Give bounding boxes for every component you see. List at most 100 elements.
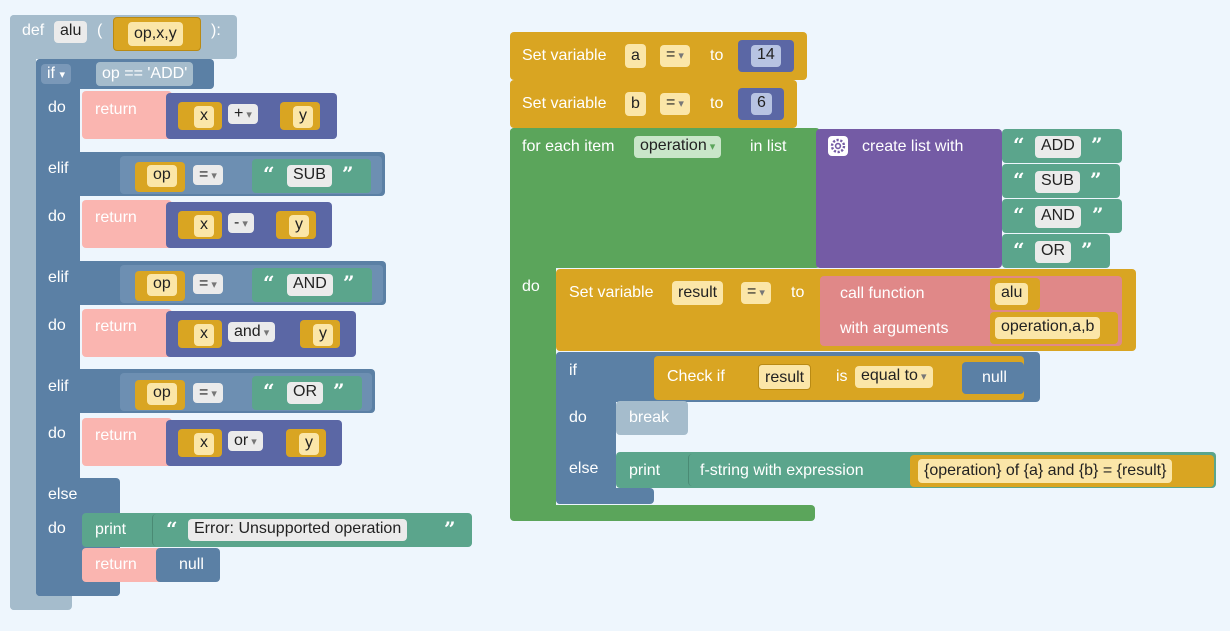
check-if-label: Check if [667, 368, 725, 385]
function-name-field[interactable]: alu [54, 21, 88, 43]
return-label-1: return [95, 101, 137, 118]
gear-icon[interactable] [828, 136, 848, 156]
quote-close-icon: ” [1091, 133, 1103, 157]
params-field[interactable]: op,x,y [128, 22, 183, 46]
return-block-3[interactable] [82, 309, 172, 357]
var-result-field[interactable]: result [672, 281, 724, 305]
fstring-label: f-string with expression [700, 462, 864, 479]
cmp-dropdown-3[interactable]: = [193, 383, 223, 403]
in-list-label: in list [750, 138, 787, 155]
op-dropdown-3[interactable]: and [228, 322, 276, 342]
cmp-dropdown-2[interactable]: = [193, 274, 223, 294]
break-block[interactable] [616, 401, 688, 435]
return-label-else: return [95, 556, 137, 573]
set-variable-label: Set variable [522, 95, 607, 112]
return-block-2[interactable] [82, 200, 172, 248]
create-list-label: create list with [862, 138, 964, 155]
to-label-b: to [710, 95, 724, 112]
list-item-and-field[interactable]: AND [1035, 206, 1081, 228]
assign-dropdown-b[interactable]: = [660, 93, 690, 115]
number-field-b[interactable]: 6 [751, 93, 772, 115]
set-variable-label: Set variable [569, 284, 654, 301]
break-label: break [629, 409, 670, 426]
call-function-label: call function [840, 285, 925, 302]
loop-footer [510, 505, 815, 521]
return-block-else[interactable] [82, 548, 162, 582]
if-else-spine [556, 352, 616, 504]
var-b-field[interactable]: b [625, 92, 646, 116]
assign-dropdown-result[interactable]: = [741, 282, 771, 304]
op-dropdown-4[interactable]: or [228, 431, 263, 451]
do-label-1: do [48, 99, 66, 116]
if-footer [36, 580, 120, 596]
close-paren: ): [211, 22, 221, 39]
to-label-a: to [710, 47, 724, 64]
list-item-add-field[interactable]: ADD [1035, 136, 1081, 158]
if-label: if [569, 362, 577, 379]
op-var-field-1[interactable]: op [147, 165, 177, 187]
return-label-4: return [95, 427, 137, 444]
quote-open-icon: “ [263, 379, 275, 403]
null-label-else: null [179, 556, 204, 573]
list-item-or-field[interactable]: OR [1035, 241, 1071, 263]
loop-var-dropdown[interactable]: operation ▾ [634, 136, 722, 158]
set-variable-label: Set variable [522, 47, 607, 64]
text-field-and[interactable]: AND [287, 274, 333, 296]
is-label: is [836, 368, 848, 385]
quote-open-icon: “ [1013, 203, 1025, 227]
op-dropdown-1[interactable]: + [228, 104, 258, 124]
var-x-field-2[interactable]: x [194, 215, 214, 237]
def-spine [10, 15, 36, 610]
return-label-3: return [95, 318, 137, 335]
print-label: print [95, 521, 127, 538]
text-field-or[interactable]: OR [287, 382, 323, 404]
quote-open-icon: “ [1013, 133, 1025, 157]
do-label-2: do [48, 208, 66, 225]
loop-spine [510, 128, 556, 520]
var-x-field-1[interactable]: x [194, 106, 214, 128]
var-a-field[interactable]: a [625, 44, 646, 68]
do-label-4: do [48, 425, 66, 442]
quote-close-icon: ” [343, 271, 355, 295]
to-label-result: to [791, 284, 805, 301]
text-field-sub[interactable]: SUB [287, 165, 332, 187]
null-block-else[interactable] [156, 548, 220, 582]
fn-name-field[interactable]: alu [995, 283, 1029, 305]
if-condition-field[interactable]: op == 'ADD' [96, 62, 194, 86]
if-do-label: do [569, 409, 587, 426]
quote-open-icon: “ [1013, 238, 1025, 262]
print-label-2: print [629, 462, 661, 479]
assign-dropdown-a[interactable]: = [660, 45, 690, 67]
number-field-a[interactable]: 14 [751, 45, 781, 67]
else-do-label: do [48, 520, 66, 537]
var-y-field-3[interactable]: y [313, 324, 333, 346]
if-dropdown[interactable]: if ▾ [41, 64, 71, 84]
fstring-expr-field[interactable]: {operation} of {a} and {b} = {result} [918, 459, 1173, 483]
def-keyword: def [22, 22, 45, 39]
error-message-field[interactable]: Error: Unsupported operation [188, 519, 408, 541]
var-y-field-4[interactable]: y [299, 433, 319, 455]
op-var-field-3[interactable]: op [147, 383, 177, 405]
var-x-field-4[interactable]: x [194, 433, 214, 455]
quote-open-icon: “ [1013, 168, 1025, 192]
return-block-4[interactable] [82, 418, 172, 466]
op-dropdown-2[interactable]: - [228, 213, 254, 233]
args-field[interactable]: operation,a,b [995, 317, 1101, 339]
var-y-field-1[interactable]: y [293, 106, 313, 128]
list-item-sub-field[interactable]: SUB [1035, 171, 1080, 193]
return-block-1[interactable] [82, 91, 172, 139]
var-x-field-3[interactable]: x [194, 324, 214, 346]
var-y-field-2[interactable]: y [289, 215, 309, 237]
open-paren: ( [97, 22, 103, 39]
null-label: null [982, 369, 1007, 386]
if-else-footer [556, 488, 654, 504]
check-var-field[interactable]: result [758, 364, 812, 390]
op-var-field-2[interactable]: op [147, 274, 177, 296]
quote-close-icon: ” [342, 162, 354, 186]
cmp-dropdown-1[interactable]: = [193, 165, 223, 185]
quote-close-icon: ” [444, 517, 456, 541]
null-block[interactable] [962, 362, 1024, 394]
equal-to-dropdown[interactable]: equal to [855, 366, 933, 388]
else-label: else [569, 460, 599, 477]
quote-close-icon: ” [1092, 203, 1104, 227]
